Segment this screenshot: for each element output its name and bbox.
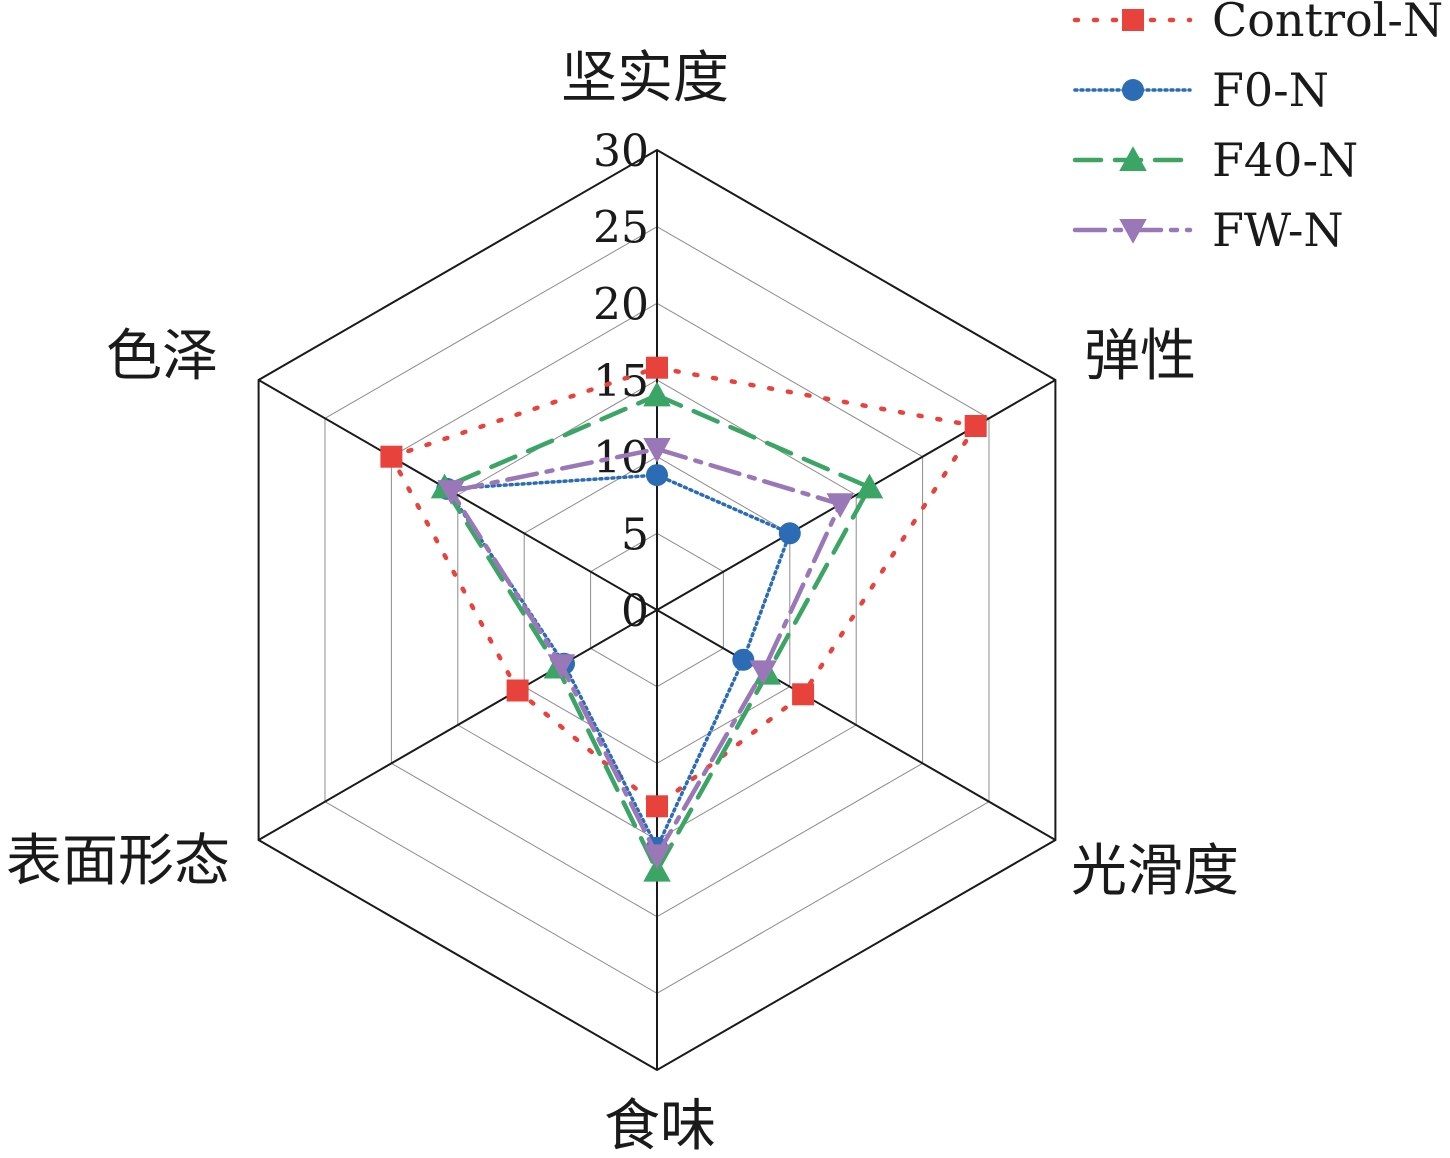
point-marker: [1119, 146, 1147, 171]
legend-label: Control-N: [1212, 0, 1443, 47]
grid-group: [257, 148, 1057, 1072]
point-marker: [643, 381, 671, 407]
series-line: [388, 365, 980, 810]
point-marker: [1122, 79, 1144, 101]
point-marker: [380, 445, 403, 468]
point-marker: [643, 856, 671, 882]
point-marker: [643, 438, 671, 463]
axis-label: 光滑度: [1071, 839, 1239, 904]
series-fw-n: [437, 438, 855, 870]
point-marker: [732, 648, 755, 671]
point-marker: [1122, 9, 1144, 31]
tick-label: 20: [593, 279, 649, 330]
legend-item: Control-N: [1072, 0, 1443, 47]
point-marker: [855, 473, 884, 499]
legend-label: F0-N: [1212, 63, 1329, 117]
point-marker: [749, 660, 777, 686]
point-marker: [792, 683, 815, 706]
legend-label: FW-N: [1212, 203, 1344, 257]
point-marker: [506, 679, 529, 702]
point-marker: [826, 493, 855, 518]
tick-label: 0: [621, 586, 649, 637]
point-marker: [1119, 219, 1147, 244]
axis-label: 食味: [604, 1094, 716, 1153]
tick-label: 15: [593, 356, 649, 407]
tick-label: 25: [593, 203, 649, 254]
axis-label: 弹性: [1084, 324, 1196, 389]
axis-spoke: [656, 609, 1056, 841]
axis-label: 色泽: [106, 324, 218, 389]
legend-label: F40-N: [1212, 133, 1358, 187]
legend-item: FW-N: [1072, 203, 1344, 257]
series-control-n: [380, 356, 987, 818]
axis-label: 表面形态: [6, 829, 230, 894]
axis-spoke: [258, 609, 658, 841]
point-marker: [643, 844, 671, 870]
axis-spoke: [258, 379, 658, 611]
point-marker: [646, 464, 668, 487]
tick-label: 5: [621, 509, 649, 560]
axis-spoke: [656, 379, 1056, 611]
point-marker: [547, 654, 576, 679]
point-marker: [646, 795, 668, 818]
point-marker: [964, 415, 987, 437]
point-marker: [437, 480, 465, 505]
legend: Control-N F0-N F40-N FW-N: [1072, 0, 1443, 257]
point-marker: [646, 356, 668, 379]
legend-item: F0-N: [1073, 63, 1329, 117]
series-f0-n: [436, 464, 801, 859]
axis-label: 坚实度: [561, 46, 729, 111]
tick-label: 30: [593, 126, 649, 177]
point-marker: [778, 522, 801, 545]
legend-item: F40-N: [1072, 133, 1358, 187]
